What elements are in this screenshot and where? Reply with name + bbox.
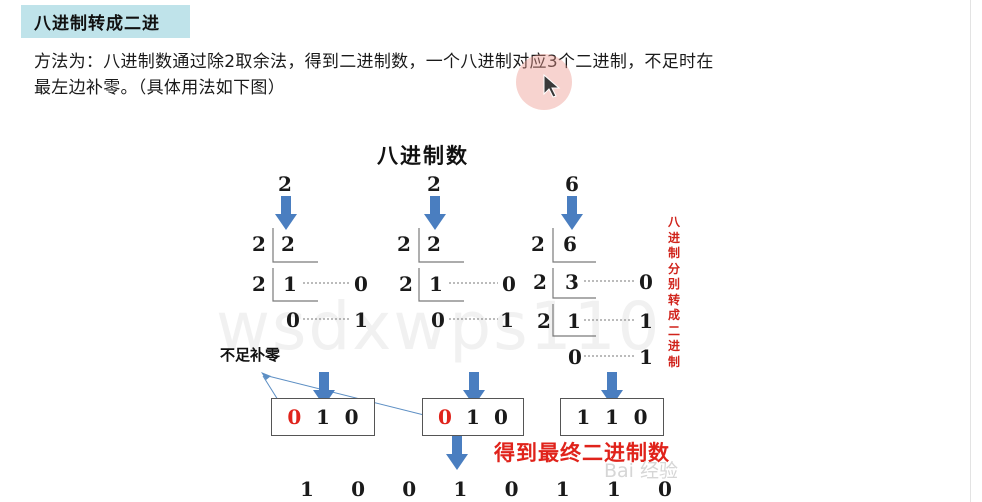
- method-description-line-2: 最左边补零。（具体用法如下图）: [34, 78, 285, 98]
- dividend: 6: [563, 232, 577, 256]
- side-note-char: 进: [667, 230, 680, 245]
- divisor: 2: [537, 309, 551, 333]
- octal-digit-1: 2: [278, 172, 292, 196]
- divisor: 2: [252, 232, 266, 256]
- final-bit: 1: [453, 477, 468, 501]
- page-edge-divider: [970, 0, 971, 502]
- binary-group-3: 1 1 0: [560, 398, 664, 436]
- division-bracket: [418, 268, 464, 302]
- quotient: 0: [568, 345, 582, 369]
- mouse-pointer-icon: [543, 74, 561, 98]
- quotient: 0: [286, 308, 300, 332]
- bit: 1: [605, 405, 619, 429]
- octal-digit-2: 2: [427, 172, 441, 196]
- method-description-line-1: 方法为：八进制数通过除2取余法，得到二进制数，一个八进制对应3个二进制，不足时在: [34, 52, 714, 72]
- bit: 1: [466, 405, 480, 429]
- final-bit: 0: [351, 477, 366, 501]
- padded-bit: 0: [438, 405, 452, 429]
- final-bit: 1: [300, 477, 314, 501]
- padding-pointer: [267, 375, 433, 418]
- side-note-char: 别: [667, 277, 680, 291]
- down-arrow-icon: [561, 196, 583, 230]
- remainder: 1: [354, 308, 368, 332]
- final-bit: 1: [606, 477, 621, 501]
- division-bracket: [418, 228, 464, 263]
- divisor: 2: [531, 232, 545, 256]
- division-bracket: [272, 228, 318, 263]
- remainder: 1: [639, 309, 653, 333]
- divisor: 2: [399, 272, 413, 296]
- side-note-char: 二: [667, 323, 680, 338]
- final-bit: 0: [504, 477, 519, 501]
- quotient: 1: [429, 272, 443, 296]
- section-heading: 八进制转成二进: [34, 14, 160, 34]
- bit: 0: [633, 405, 648, 429]
- remainder: 0: [639, 270, 653, 294]
- final-bit: 1: [555, 477, 570, 501]
- divisor: 2: [533, 270, 547, 294]
- diagram-title: 八进制数: [377, 144, 469, 168]
- divisor: 2: [252, 272, 266, 296]
- quotient: 0: [431, 308, 445, 332]
- baidu-watermark-logo: Bai 经验: [604, 460, 678, 482]
- bit: 0: [494, 405, 508, 429]
- bit: 0: [344, 405, 359, 429]
- side-note-char: 八: [667, 215, 680, 229]
- remainder: 1: [639, 345, 653, 369]
- dividend: 2: [281, 232, 295, 256]
- side-note-char: 进: [667, 339, 680, 353]
- remainder: 0: [502, 272, 516, 296]
- quotient: 1: [567, 309, 581, 333]
- quotient: 1: [283, 272, 297, 296]
- side-note-vertical: 八 进 制 分 别 转 成 二 进 制: [664, 215, 684, 370]
- side-note-char: 制: [667, 354, 680, 369]
- divisor: 2: [397, 232, 411, 256]
- division-bracket: [272, 268, 318, 302]
- binary-group-1: 0 1 0: [271, 398, 375, 436]
- side-note-char: 分: [667, 261, 680, 276]
- down-arrow-icon: [275, 196, 297, 230]
- bit: 1: [576, 405, 591, 429]
- octal-digit-3: 6: [565, 172, 579, 196]
- quotient: 3: [565, 270, 579, 294]
- final-bit: 0: [657, 477, 672, 501]
- division-bracket: [552, 304, 596, 337]
- padding-pointer-head: [261, 372, 271, 380]
- result-caption: 得到最终二进制数: [494, 441, 670, 465]
- final-bit: 0: [402, 477, 417, 501]
- side-note-char: 制: [667, 246, 680, 260]
- down-arrow-icon: [424, 196, 446, 230]
- down-arrow-icon: [446, 436, 468, 470]
- remainder: 1: [500, 308, 514, 332]
- section-heading-background: [21, 5, 190, 38]
- final-binary-row: 1 0 0 1 0 1 1 0: [296, 478, 676, 502]
- side-note-char: 转: [667, 292, 680, 307]
- padded-bit: 0: [287, 405, 302, 429]
- bit: 1: [316, 405, 330, 429]
- remainder: 0: [354, 272, 368, 296]
- dividend: 2: [427, 232, 441, 256]
- padding-note: 不足补零: [220, 346, 281, 364]
- division-bracket: [552, 228, 596, 263]
- side-note-char: 成: [667, 308, 680, 322]
- division-bracket: [552, 268, 596, 299]
- binary-group-2: 0 1 0: [422, 398, 524, 436]
